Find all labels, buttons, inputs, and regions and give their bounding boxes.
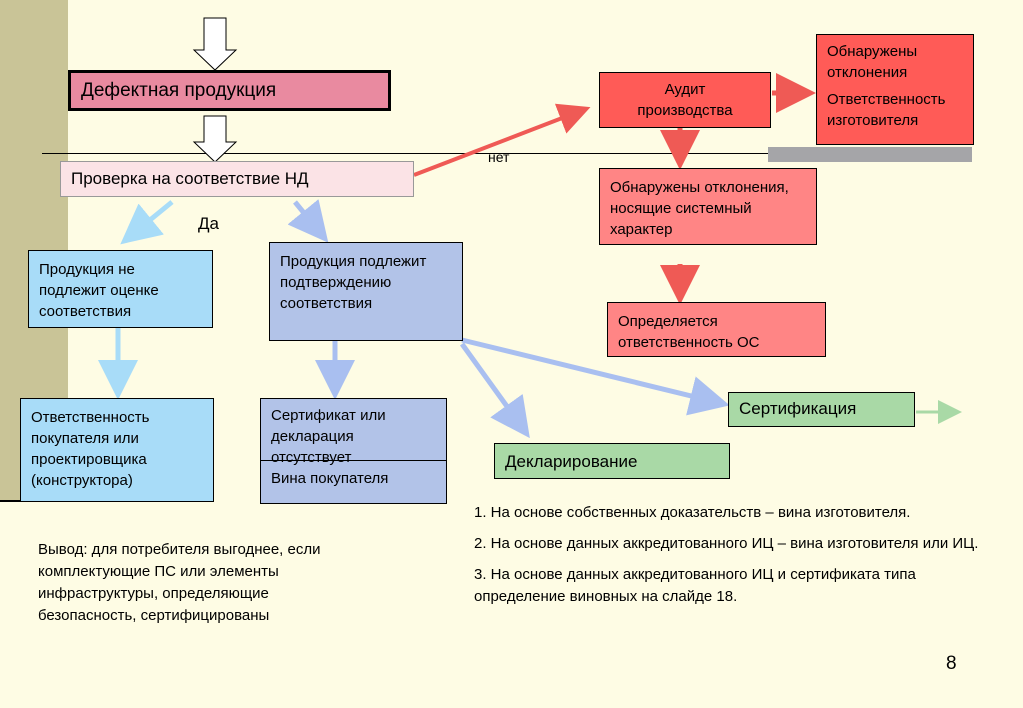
certificate-missing-label: Сертификат или декларация отсутствует: [261, 399, 446, 466]
buyer-responsibility-box: Ответственность покупателя или проектиро…: [20, 398, 214, 502]
os-responsibility-label: Определяется ответственность ОС: [618, 313, 760, 351]
note-item: 3. На основе данных аккредитованного ИЦ …: [474, 566, 916, 605]
declaration-box: Декларирование: [494, 443, 730, 479]
certification-box: Сертификация: [728, 392, 915, 427]
production-audit-label: Аудит производства: [637, 81, 733, 119]
deviations-manufacturer-box: Обнаружены отклонения Ответственность из…: [816, 34, 974, 145]
manufacturer-responsibility-label: Ответственность изготовителя: [827, 91, 946, 129]
not-subject-label: Продукция не подлежит оценке соответстви…: [39, 261, 159, 320]
page-number: 8: [946, 653, 957, 674]
systemic-deviations-label: Обнаружены отклонения, носящие системный…: [610, 179, 789, 238]
certificate-missing-box: Сертификат или декларация отсутствует Ви…: [260, 398, 447, 504]
deviations-found-label: Обнаружены отклонения: [827, 43, 918, 81]
note-item: 1. На основе собственных доказательств –…: [474, 504, 911, 521]
top-block-arrow: [192, 17, 238, 71]
subject-to-confirmation-box: Продукция подлежит подтверждению соответ…: [269, 242, 463, 341]
notes-list: 1. На основе собственных доказательств –…: [474, 502, 984, 608]
defective-products-label: Дефектная продукция: [81, 80, 277, 101]
production-audit-box: Аудит производства: [599, 72, 771, 128]
note-item: 2. На основе данных аккредитованного ИЦ …: [474, 535, 979, 552]
nd-check-label: Проверка на соответствие НД: [71, 169, 309, 188]
divider-gray-band: [768, 147, 972, 162]
declaration-label: Декларирование: [505, 452, 638, 471]
nd-check-box: Проверка на соответствие НД: [60, 161, 414, 197]
buyer-fault-label: Вина покупателя: [271, 470, 389, 487]
os-responsibility-box: Определяется ответственность ОС: [607, 302, 826, 357]
defective-products-box: Дефектная продукция: [68, 70, 391, 111]
systemic-deviations-box: Обнаружены отклонения, носящие системный…: [599, 168, 817, 245]
subject-to-confirmation-label: Продукция подлежит подтверждению соответ…: [280, 253, 427, 312]
not-subject-box: Продукция не подлежит оценке соответстви…: [28, 250, 213, 328]
buyer-responsibility-label: Ответственность покупателя или проектиро…: [31, 409, 150, 489]
certification-label: Сертификация: [739, 399, 857, 418]
divider-line: [42, 153, 972, 154]
conclusion-text: Вывод: для потребителя выгоднее, если ко…: [38, 541, 321, 624]
yes-label: Да: [198, 214, 219, 233]
middle-block-arrow: [192, 115, 238, 163]
no-label: нет: [488, 149, 510, 165]
